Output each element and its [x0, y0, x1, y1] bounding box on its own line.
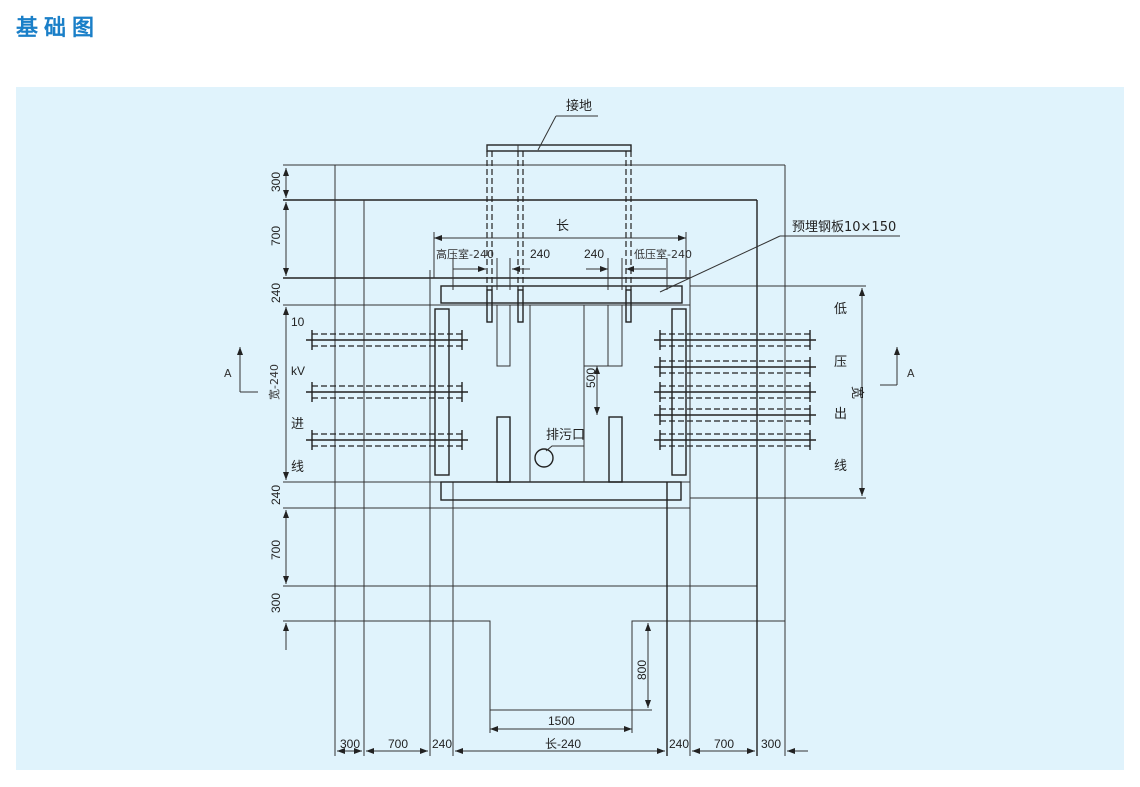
section-a-left: A — [224, 367, 232, 380]
drawing-panel — [16, 87, 1124, 770]
dim-bottom: 700 — [388, 737, 408, 751]
dim-bottom: 700 — [714, 737, 734, 751]
dim-1500: 1500 — [548, 714, 575, 728]
dim-left: 700 — [269, 226, 283, 246]
grounding-label: 接地 — [566, 98, 592, 114]
dim-bottom: 300 — [340, 737, 360, 751]
lv-out-label: 压 — [834, 355, 847, 370]
dim-bottom: 240 — [669, 737, 689, 751]
hv-in-label: kV — [291, 364, 305, 378]
dim-800: 800 — [635, 660, 649, 680]
dim-left: 240 — [269, 485, 283, 505]
drain-label: 排污口 — [546, 428, 585, 443]
drain-outlet-icon — [534, 448, 554, 468]
lv-out-label: 低 — [834, 302, 847, 317]
dim-240: 240 — [530, 247, 550, 261]
page-title: 基础图 — [16, 16, 101, 41]
dim-left: 700 — [269, 540, 283, 560]
hv-in-label: 线 — [291, 460, 304, 475]
steel-plate-label: 预埋钢板10×150 — [792, 220, 896, 235]
length-label: 长 — [556, 219, 569, 234]
dim-left: 240 — [269, 283, 283, 303]
dim-bottom: 长-240 — [545, 737, 581, 751]
dim-bottom: 240 — [432, 737, 452, 751]
structure — [434, 115, 900, 501]
dim-bottom: 300 — [761, 737, 781, 751]
dimensions — [237, 168, 900, 754]
lv-out-label: 出 — [834, 407, 847, 422]
width-label: 宽 — [849, 386, 865, 399]
cable-conduits — [306, 330, 816, 450]
width-minus-label: 宽-240 — [267, 364, 281, 400]
dim-left: 300 — [269, 172, 283, 192]
hv-room-label: 高压室-240 — [436, 247, 494, 261]
dim-500: 500 — [584, 368, 598, 388]
section-a-right: A — [907, 367, 915, 380]
labels: 接地 预埋钢板10×150 长 高压室-240 低压室-240 240 240 … — [224, 98, 915, 751]
dim-left: 300 — [269, 593, 283, 613]
dim-240: 240 — [584, 247, 604, 261]
hv-in-label: 10 — [291, 315, 305, 329]
outline-lines — [283, 164, 866, 756]
lv-out-label: 线 — [834, 459, 847, 474]
hv-in-label: 进 — [291, 417, 304, 432]
lv-room-label: 低压室-240 — [634, 247, 692, 261]
